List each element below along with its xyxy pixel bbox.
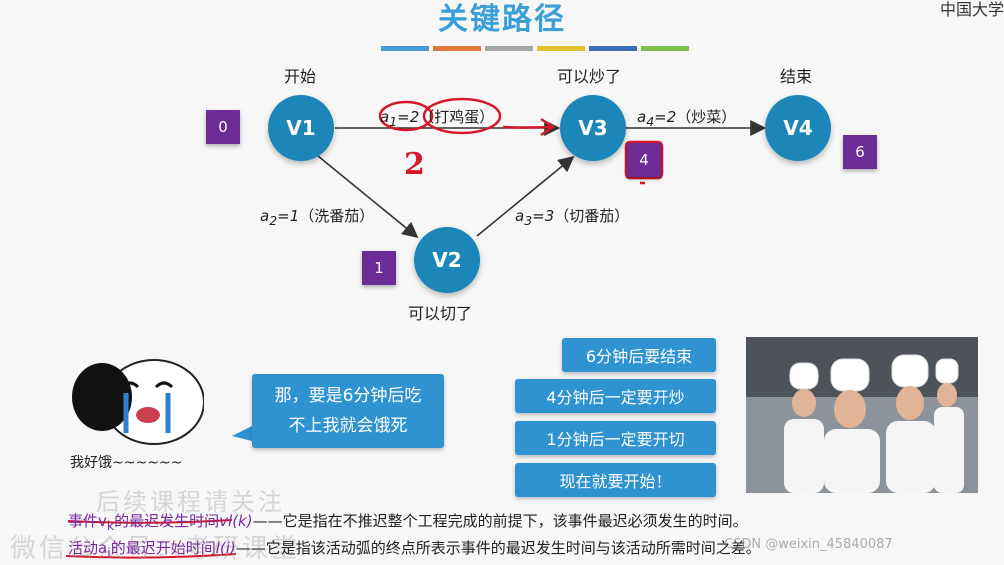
- edge-var: a: [515, 207, 525, 225]
- def2-term-sub: i: [107, 545, 111, 560]
- node-v2: V2: [414, 227, 480, 293]
- def1-term-sub: k: [106, 518, 115, 533]
- edge-var: a: [637, 108, 647, 126]
- speech-line2: 不上我就会饿死: [288, 416, 408, 436]
- node-v1: V1: [268, 95, 334, 161]
- edge-v1-v2: [317, 155, 419, 239]
- node-label-v3: 可以炒了: [557, 67, 622, 86]
- annotation-handwritten-2: 2: [404, 147, 425, 182]
- badge-v4: 6: [843, 135, 877, 169]
- badge-v3: 4: [627, 143, 661, 177]
- accent-bar: [537, 46, 585, 51]
- logo-text: 中国大学: [939, 0, 1004, 19]
- edge-label-a4: a4=2（炒菜）: [637, 106, 736, 129]
- node-label-v2: 可以切了: [408, 304, 473, 323]
- page-title: 关键路径: [438, 2, 566, 37]
- edge-desc: （打鸡蛋）: [419, 108, 495, 126]
- chefs-photo: [746, 337, 978, 493]
- def2-text: ——它是指该活动弧的终点所表示事件的最迟发生时间与该活动所需时间之差。: [235, 539, 761, 557]
- def1-func: vl(k): [219, 512, 253, 530]
- speech-bubble: 那，要是6分钟后吃 不上我就会饿死: [252, 374, 444, 448]
- meme-caption: 我好饿~~~~~~: [70, 455, 183, 471]
- annotation-circle-a1: [378, 100, 434, 132]
- edge-value: =1: [277, 207, 300, 225]
- def1-text: ——它是指在不推迟整个工程完成的前提下，该事件最迟必须发生的时间。: [252, 512, 748, 530]
- bubble-tail: [232, 424, 256, 442]
- definition-event-latest-time: 事件vk的最迟发生时间vl(k)——它是指在不推迟整个工程完成的前提下，该事件最…: [68, 510, 748, 533]
- edge-v2-v3: [476, 155, 575, 237]
- edge-label-a2: a2=1（洗番茄）: [260, 205, 374, 228]
- step-bubble-cut: 1分钟后一定要开切: [515, 421, 716, 455]
- edge-label-a3: a3=3（切番茄）: [515, 205, 629, 228]
- annotation-underline-d1: [67, 519, 233, 524]
- badge-v2: 1: [362, 251, 396, 285]
- edge-label-a1: a1=2（打鸡蛋）: [380, 106, 494, 129]
- edge-sub: 2: [269, 213, 278, 228]
- step-bubble-start: 现在就要开始！: [515, 463, 716, 497]
- speech-line1: 那，要是6分钟后吃: [274, 386, 422, 406]
- accent-bar: [485, 46, 533, 51]
- step-bubble-end: 6分钟后要结束: [562, 338, 716, 372]
- annotation-box-badge: [624, 140, 664, 180]
- edge-var: a: [380, 108, 390, 126]
- badge-v1: 0: [206, 110, 240, 144]
- edge-desc: （切番茄）: [554, 207, 630, 225]
- accent-bar: [381, 46, 429, 51]
- edge-sub: 4: [646, 114, 655, 129]
- accent-bar: [433, 46, 481, 51]
- def2-term-rest: 的最迟开始时间: [110, 539, 216, 557]
- csdn-watermark: CSDN @weixin_45840087: [724, 537, 893, 552]
- accent-bar: [589, 46, 637, 51]
- def2-term-text: 活动a: [68, 539, 108, 557]
- edge-desc: （洗番茄）: [299, 207, 375, 225]
- edge-desc: （炒菜）: [676, 108, 737, 126]
- edge-value: =2: [397, 108, 420, 126]
- def2-func: l(i): [215, 539, 236, 557]
- watermark-line2: 微信公众号：考研课堂: [10, 534, 301, 564]
- edge-value: =2: [654, 108, 677, 126]
- edge-sub: 1: [389, 114, 398, 129]
- node-label-v1: 开始: [284, 67, 317, 86]
- node-v4: V4: [765, 95, 831, 161]
- def2-term: 活动ai的最迟开始时间l(i): [68, 539, 236, 560]
- edge-var: a: [260, 207, 270, 225]
- annotation-underline-d2: [65, 553, 237, 559]
- node-v3: V3: [560, 95, 626, 161]
- annotation-circle-desc: [422, 97, 502, 135]
- crying-meme-image: [72, 359, 204, 445]
- edge-sub: 3: [524, 213, 533, 228]
- edge-value: =3: [532, 207, 555, 225]
- chefs-illustration: [746, 337, 978, 493]
- definition-activity-latest-start: 活动ai的最迟开始时间l(i)——它是指该活动弧的终点所表示事件的最迟发生时间与…: [68, 537, 761, 560]
- watermark-line1: 后续课程请关注: [96, 488, 285, 516]
- step-bubble-fry: 4分钟后一定要开炒: [515, 379, 716, 413]
- annotation-arrow: [502, 117, 556, 137]
- node-label-v4: 结束: [780, 67, 813, 86]
- accent-bar: [641, 46, 689, 51]
- def1-term-rest: 的最迟发生时间: [114, 512, 220, 530]
- def1-term: 事件vk的最迟发生时间vl(k): [68, 512, 253, 533]
- def1-term-text: 事件v: [68, 512, 107, 530]
